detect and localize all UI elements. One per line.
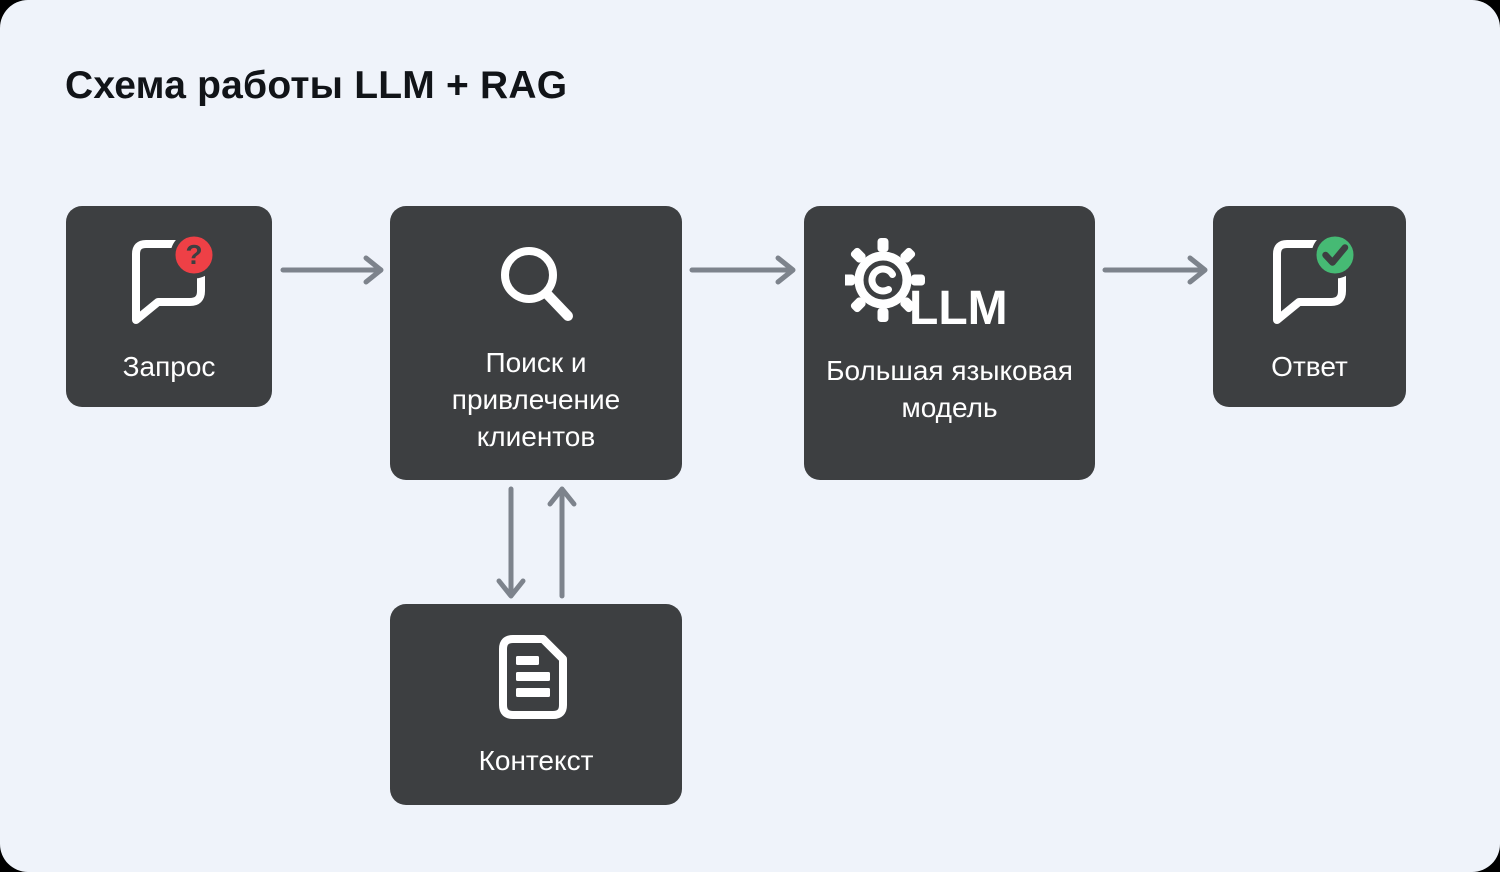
chat-check-icon: [1272, 231, 1358, 324]
arrow-search-to-llm: [689, 255, 796, 285]
node-query-label: Запрос: [122, 351, 216, 382]
question-badge: [170, 231, 218, 279]
node-llm: LLM Большая языковая модель: [804, 206, 1095, 480]
question-mark-glyph: ?: [185, 239, 202, 270]
arrow-query-to-search: [280, 255, 384, 285]
node-context: Контекст: [390, 604, 682, 805]
node-answer: Ответ: [1213, 206, 1406, 407]
search-icon: [501, 247, 573, 321]
llm-icon-text: LLM: [909, 282, 1008, 332]
document-icon: [499, 635, 567, 719]
chat-question-icon: ?: [132, 231, 218, 324]
arrow-context-to-search: [547, 486, 577, 599]
checkmark-glyph: [1321, 244, 1348, 266]
node-context-label: Контекст: [478, 745, 594, 776]
node-query: ? Запрос: [66, 206, 272, 407]
page-title: Схема работы LLM + RAG: [65, 64, 568, 107]
node-search-label: Поиск и привлечение клиентов: [451, 347, 621, 452]
arrow-llm-to-answer: [1102, 255, 1208, 285]
arrow-search-to-context: [496, 486, 526, 599]
gear-icon: LLM: [844, 238, 1008, 332]
node-answer-label: Ответ: [1271, 351, 1348, 382]
node-search: Поиск и привлечение клиентов: [390, 206, 682, 480]
node-llm-label: Большая языковая модель: [826, 355, 1073, 423]
